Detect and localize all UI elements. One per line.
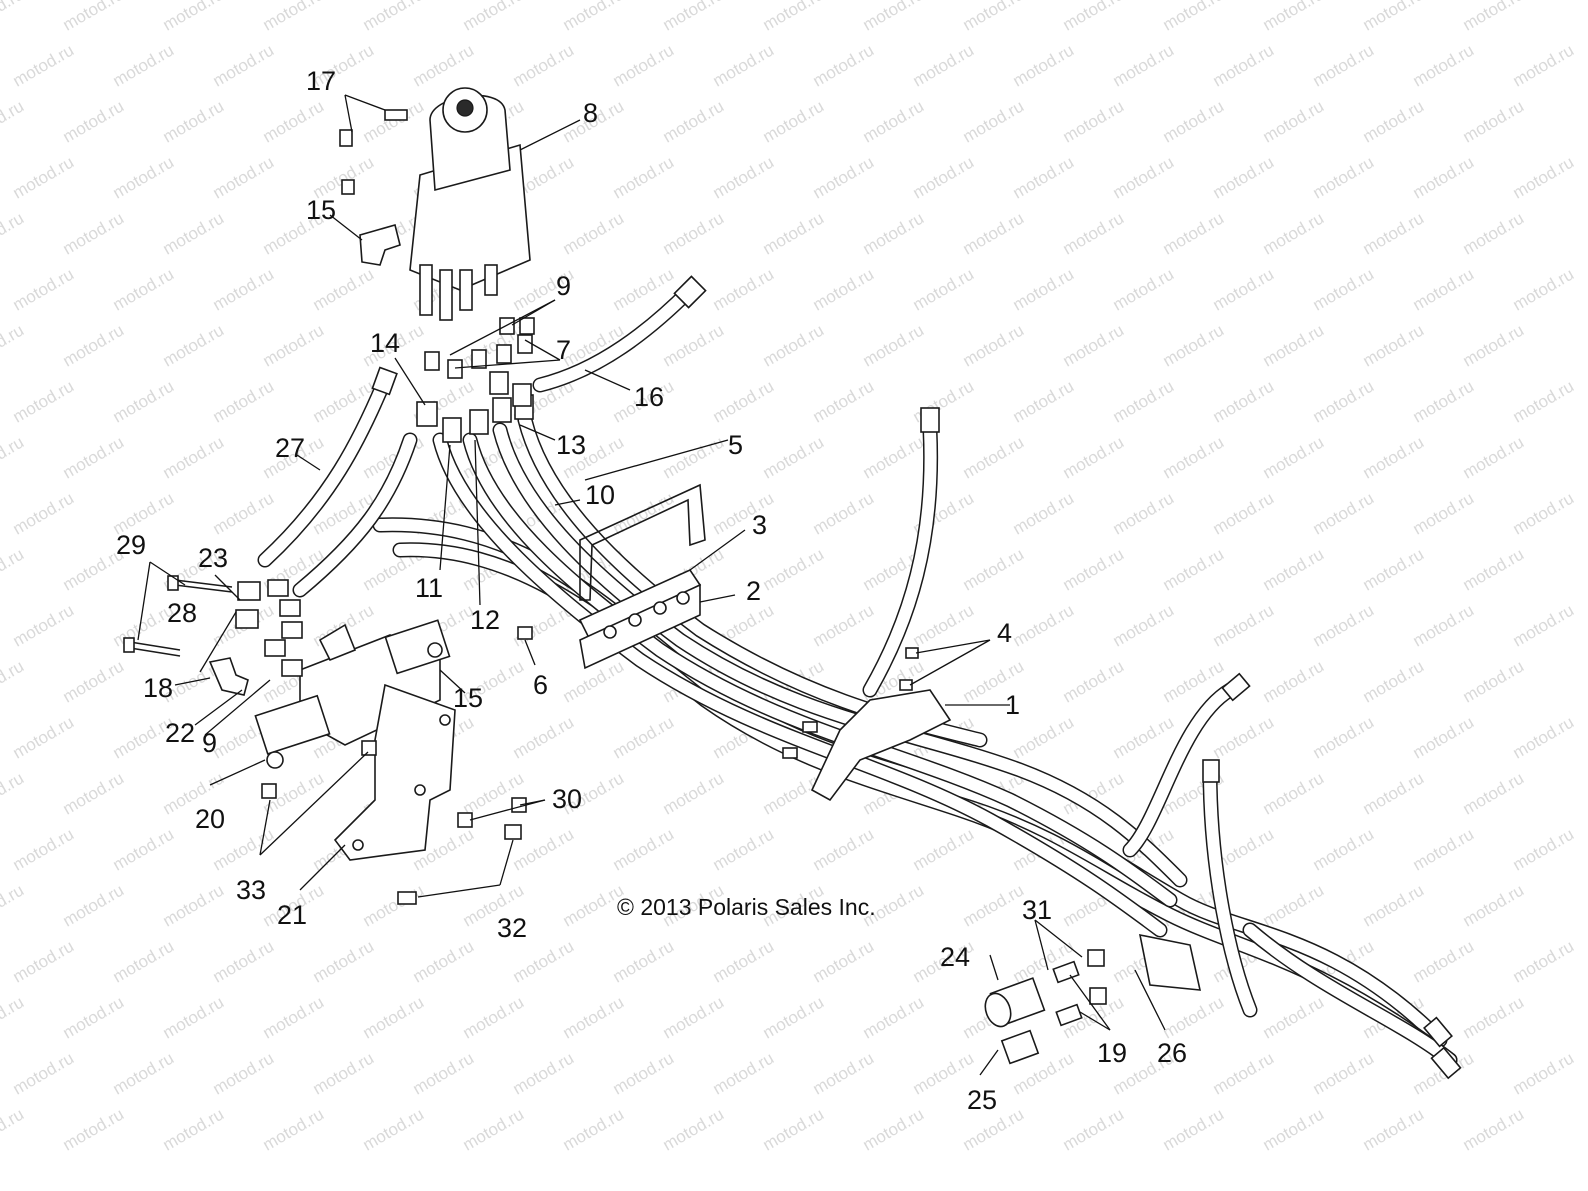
callout-27: 27: [275, 433, 306, 463]
couplers-lower-right: [984, 933, 1202, 1065]
callout-20: 20: [195, 804, 226, 834]
callout-16: 16: [634, 382, 665, 412]
callout-32: 32: [497, 913, 528, 943]
copyright-notice: © 2013 Polaris Sales Inc.: [617, 894, 876, 920]
clamp-2-3: [578, 568, 702, 670]
callout-2: 2: [746, 576, 762, 606]
control-valve-20: [254, 619, 451, 769]
callout-12: 12: [470, 605, 501, 635]
callout-7: 7: [556, 335, 572, 365]
callout-33: 33: [236, 875, 267, 905]
elbow-15-upper: [359, 224, 401, 266]
callout-11: 11: [415, 573, 444, 603]
fittings-left: [208, 579, 303, 696]
small-hardware: [261, 626, 919, 905]
fittings-7-9: [416, 317, 535, 443]
hoses-right-end: [1122, 672, 1462, 1080]
hose-27: [257, 366, 418, 598]
callout-30: 30: [552, 784, 583, 814]
callout-1: 1: [1005, 690, 1021, 720]
bracket-5: [579, 483, 706, 601]
callout-25: 25: [967, 1085, 998, 1115]
callout-22: 22: [165, 718, 196, 748]
callout-17: 17: [306, 66, 337, 96]
valve-8: [409, 87, 531, 321]
callout-10: 10: [585, 480, 616, 510]
callout-18: 18: [143, 673, 174, 703]
callout-4: 4: [997, 618, 1013, 648]
callout-29: 29: [116, 530, 147, 560]
callout-28: 28: [167, 598, 198, 628]
bracket-21: [333, 683, 456, 861]
callout-3: 3: [752, 510, 768, 540]
bracket-1: [810, 689, 952, 802]
callout-23: 23: [198, 543, 229, 573]
callout-5: 5: [728, 430, 744, 460]
callout-19: 19: [1097, 1038, 1128, 1068]
bolts-17: [339, 109, 408, 195]
callout-6: 6: [533, 670, 549, 700]
hose-vertical-right: [862, 407, 940, 698]
callout-21: 21: [277, 900, 308, 930]
callout-31: 31: [1022, 895, 1053, 925]
callout-8: 8: [583, 98, 599, 128]
callout-9-lower: 9: [202, 728, 218, 758]
callout-15-lower: 15: [453, 683, 484, 713]
callout-9: 9: [556, 271, 572, 301]
callout-24: 24: [940, 942, 971, 972]
callout-26: 26: [1157, 1038, 1188, 1068]
bolts-29: [123, 575, 233, 657]
callout-15: 15: [306, 195, 337, 225]
callout-14: 14: [370, 328, 401, 358]
callout-13: 13: [556, 430, 587, 460]
leader-lines: [137, 94, 1166, 1076]
hose-16: [532, 275, 707, 393]
